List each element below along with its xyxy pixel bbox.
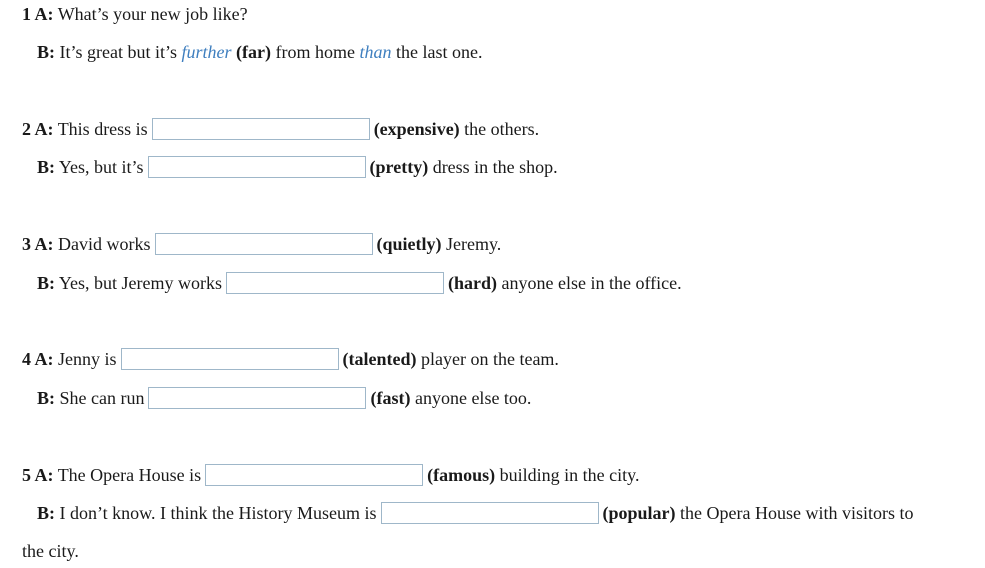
q2-a-before: This dress is (57, 119, 148, 139)
q3-line-b: B: Yes, but Jeremy works (hard) anyone el… (37, 271, 682, 297)
q4-b-after: anyone else too. (414, 388, 532, 408)
q4-a-answer-input[interactable] (120, 348, 339, 371)
q1-b-hint: (far) (236, 42, 271, 62)
q2-b-label: B: (37, 157, 55, 177)
q2-a-after: the others. (464, 119, 540, 139)
q5-a-answer-input[interactable] (205, 464, 424, 487)
q1-line-b: B: It’s great but it’s further (far) fro… (37, 40, 482, 66)
q5-b-continuation: the city. (22, 541, 79, 561)
q5-a-label: 5 A: (22, 465, 54, 485)
q5-line-b-continuation: the city. (22, 539, 79, 565)
q5-b-before: I don’t know. I think the History Museum… (59, 503, 377, 523)
q3-a-answer-input[interactable] (154, 233, 373, 256)
q2-a-label: 2 A: (22, 119, 54, 139)
q2-a-hint: (expensive) (373, 119, 460, 139)
q4-a-hint: (talented) (342, 349, 417, 369)
q1-b-example-answer-2: than (359, 42, 392, 62)
q4-a-before: Jenny is (58, 349, 117, 369)
q4-a-after: player on the team. (420, 349, 559, 369)
q5-a-hint: (famous) (427, 465, 496, 485)
q5-b-label: B: (37, 503, 55, 523)
q1-a-text: What’s your new job like? (57, 4, 248, 24)
q3-b-after: anyone else in the office. (501, 273, 682, 293)
q1-b-label: B: (37, 42, 55, 62)
q1-b-before: It’s great but it’s (59, 42, 177, 62)
q3-a-after: Jeremy. (446, 234, 502, 254)
q5-b-answer-input[interactable] (380, 502, 599, 525)
q5-line-b: B: I don’t know. I think the History Mus… (37, 501, 913, 527)
q4-b-label: B: (37, 388, 55, 408)
q4-b-answer-input[interactable] (148, 387, 367, 410)
q1-b-after: the last one. (395, 42, 483, 62)
q2-b-answer-input[interactable] (147, 156, 366, 179)
q4-b-before: She can run (59, 388, 145, 408)
q5-a-before: The Opera House is (57, 465, 202, 485)
q2-b-after: dress in the shop. (432, 157, 558, 177)
q1-b-example-answer-1: further (181, 42, 232, 62)
q5-line-a: 5 A: The Opera House is (famous) building… (22, 463, 639, 489)
q4-line-a: 4 A: Jenny is (talented) player on the te… (22, 347, 559, 373)
q1-b-middle: from home (275, 42, 355, 62)
q3-b-answer-input[interactable] (226, 272, 445, 295)
q2-a-answer-input[interactable] (151, 118, 370, 141)
q2-line-b: B: Yes, but it’s (pretty) dress in the sh… (37, 155, 558, 181)
q3-a-before: David works (58, 234, 151, 254)
q5-b-after: the Opera House with visitors to (680, 503, 914, 523)
q3-b-label: B: (37, 273, 55, 293)
q2-b-before: Yes, but it’s (58, 157, 144, 177)
q2-b-hint: (pretty) (369, 157, 429, 177)
q4-line-b: B: She can run (fast) anyone else too. (37, 386, 531, 412)
q3-b-hint: (hard) (448, 273, 498, 293)
q4-a-label: 4 A: (22, 349, 54, 369)
q3-b-before: Yes, but Jeremy works (58, 273, 223, 293)
q1-line-a: 1 A: What’s your new job like? (22, 2, 248, 28)
q4-b-hint: (fast) (370, 388, 411, 408)
q3-a-label: 3 A: (22, 234, 54, 254)
q3-line-a: 3 A: David works (quietly) Jeremy. (22, 232, 501, 258)
q1-a-label: 1 A: (22, 4, 54, 24)
q3-a-hint: (quietly) (376, 234, 442, 254)
q5-b-hint: (popular) (602, 503, 676, 523)
q2-line-a: 2 A: This dress is (expensive) the others… (22, 117, 539, 143)
q5-a-after: building in the city. (499, 465, 640, 485)
